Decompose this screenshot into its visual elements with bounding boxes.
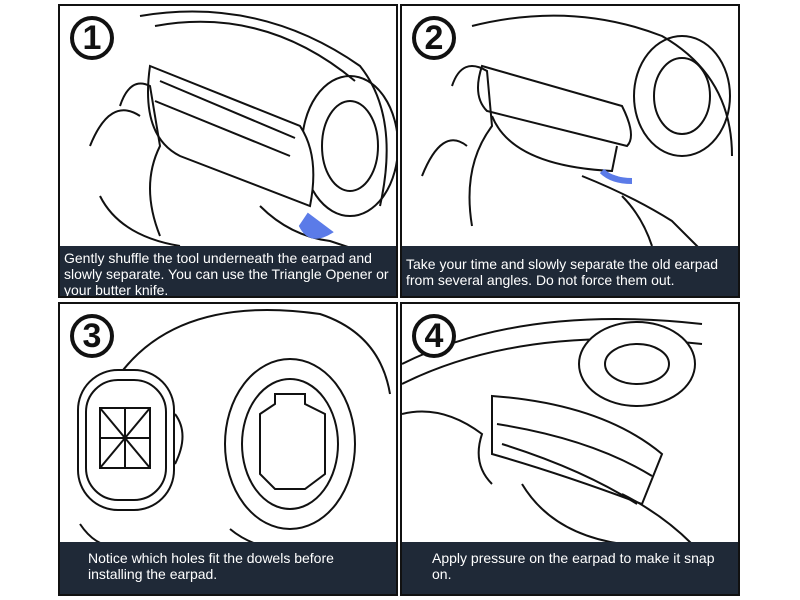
step-2-number: 2 (412, 16, 456, 60)
step-4-number: 4 (412, 314, 456, 358)
step-2-panel: 2 Take your time and slowly separate the… (400, 4, 740, 298)
step-1-panel: 1 Gently shuffle the tool underneath the… (58, 4, 398, 298)
step-4-caption: Apply pressure on the earpad to make it … (402, 542, 738, 594)
step-3-number: 3 (70, 314, 114, 358)
triangle-opener-icon (298, 212, 334, 239)
instruction-grid: 1 Gently shuffle the tool underneath the… (58, 4, 742, 596)
step-2-illustration (421, 14, 733, 252)
triangle-opener-icon (599, 168, 633, 184)
step-2-caption: Take your time and slowly separate the o… (402, 246, 738, 296)
step-3-caption: Notice which holes fit the dowels before… (60, 542, 396, 594)
step-3-panel: 3 Notice which holes fit the dowels befo… (58, 302, 398, 596)
step-1-number: 1 (70, 16, 114, 60)
step-1-caption: Gently shuffle the tool underneath the e… (60, 246, 396, 296)
step-4-panel: 4 Apply pressure on the earpad to make i… (400, 302, 740, 596)
step-1-illustration (89, 10, 396, 252)
step-3-illustration (77, 309, 391, 552)
